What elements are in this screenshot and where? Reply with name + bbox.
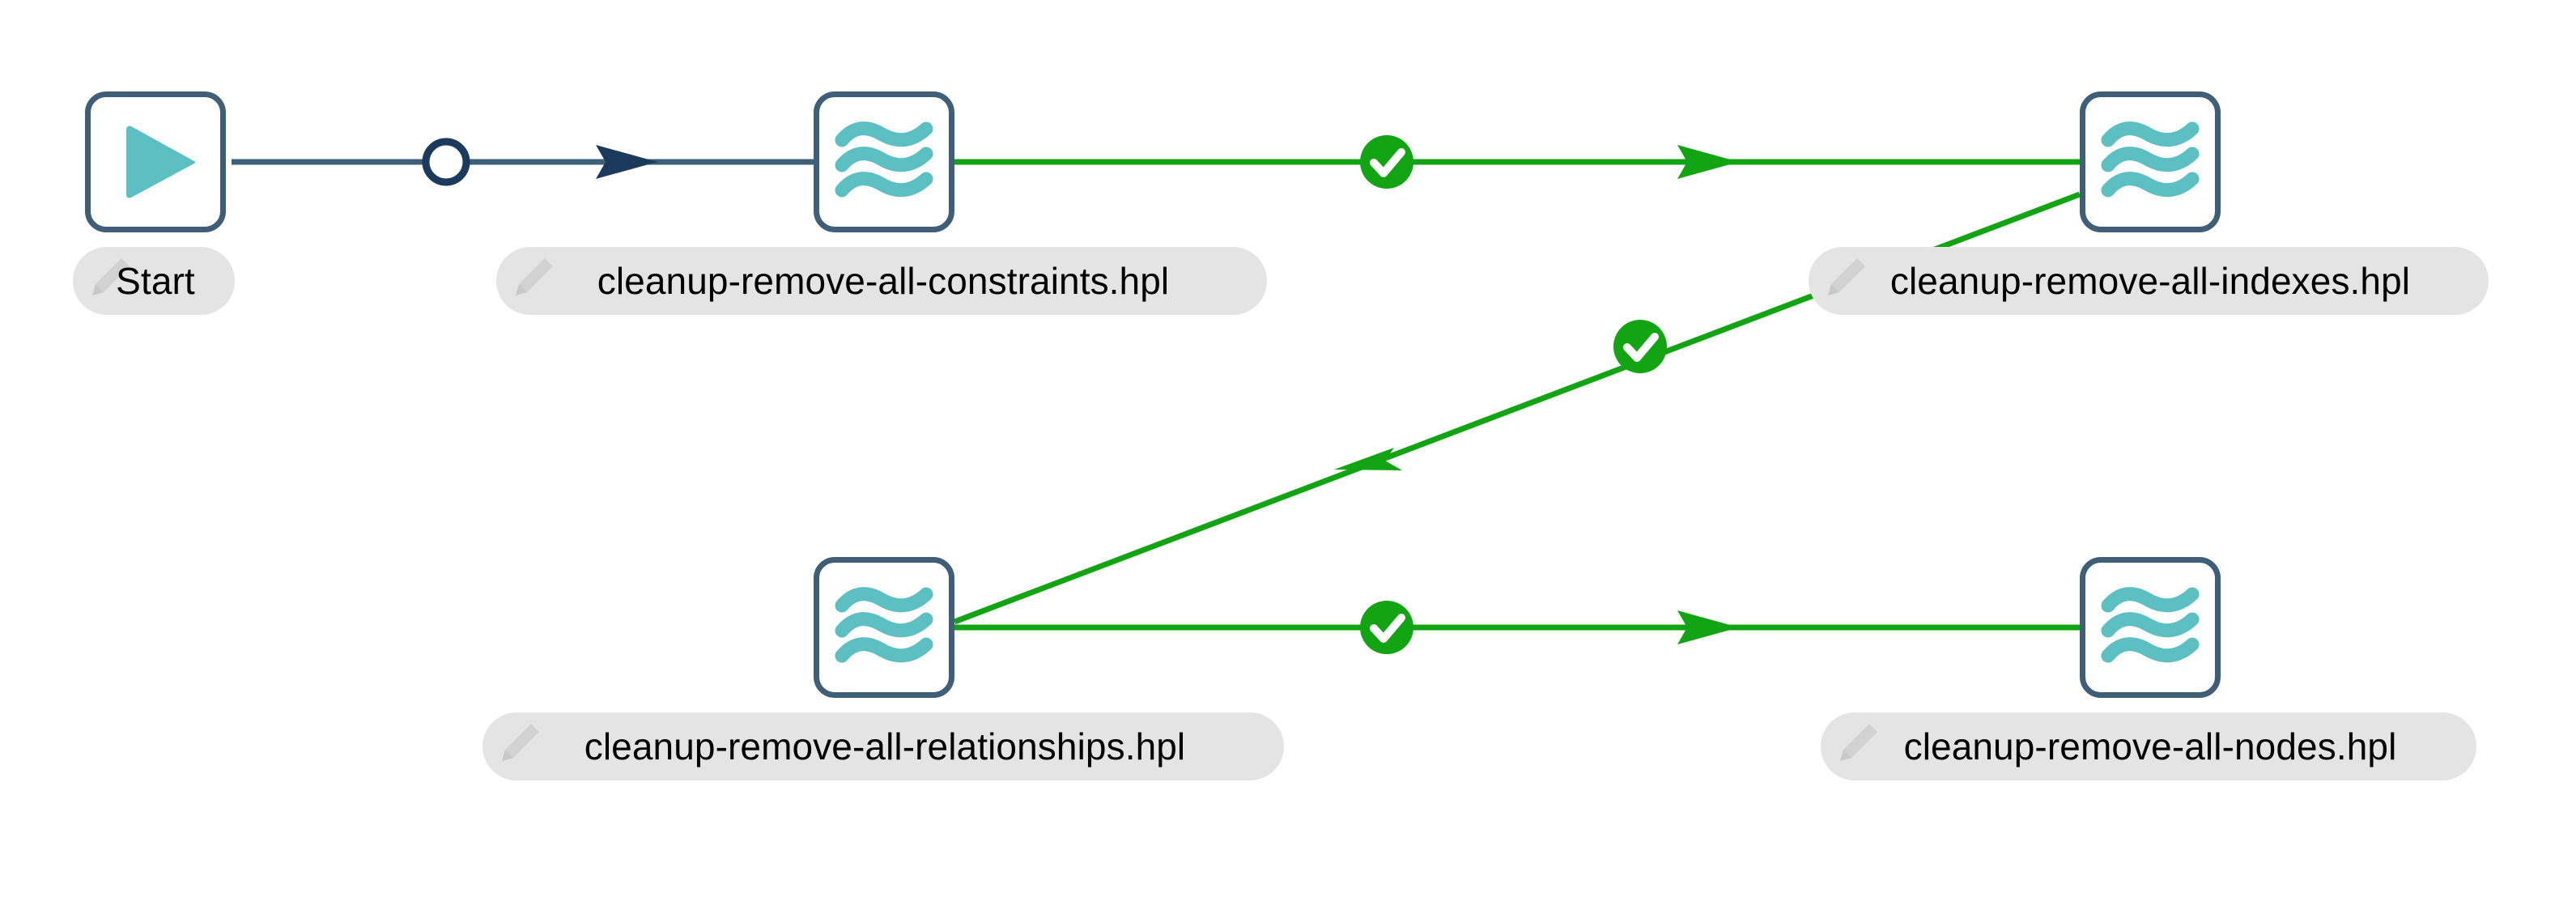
node-cleanup-remove-all-constraints[interactable]	[814, 91, 954, 232]
pipeline-waves-icon	[2101, 587, 2200, 663]
pencil-edit-icon	[502, 724, 539, 761]
node-cleanup-remove-all-indexes[interactable]	[2080, 91, 2221, 232]
pipeline-waves-icon	[835, 121, 933, 198]
pipeline-waves-icon	[2101, 121, 2200, 198]
node-label-text: Start	[116, 260, 195, 302]
pencil-edit-icon	[1840, 724, 1877, 761]
pipeline-waves-icon	[835, 587, 933, 663]
arrowhead-icon	[1334, 448, 1402, 470]
label-pill-cleanup-remove-all-constraints[interactable]: cleanup-remove-all-constraints.hpl	[496, 247, 1267, 315]
green-check-circle-icon[interactable]	[1613, 320, 1667, 373]
node-cleanup-remove-all-nodes[interactable]	[2080, 557, 2221, 698]
pencil-edit-icon	[1828, 258, 1865, 296]
arrowhead-icon	[1677, 145, 1739, 179]
node-start[interactable]	[85, 91, 226, 232]
hop-relationships-to-nodes[interactable]	[954, 601, 2080, 654]
green-check-circle-icon[interactable]	[1360, 135, 1413, 189]
arrowhead-icon	[596, 145, 657, 179]
label-pill-cleanup-remove-all-nodes[interactable]: cleanup-remove-all-nodes.hpl	[1821, 712, 2476, 780]
green-check-circle-icon[interactable]	[1360, 601, 1413, 654]
label-pill-cleanup-remove-all-indexes[interactable]: cleanup-remove-all-indexes.hpl	[1809, 247, 2489, 315]
arrowhead-icon	[1677, 610, 1739, 644]
hop-constraints-to-indexes[interactable]	[954, 135, 2080, 189]
label-pill-cleanup-remove-all-relationships[interactable]: cleanup-remove-all-relationships.hpl	[482, 712, 1284, 780]
node-label-text: cleanup-remove-all-constraints.hpl	[597, 260, 1170, 302]
play-triangle-icon	[126, 125, 195, 198]
node-label-text: cleanup-remove-all-indexes.hpl	[1889, 260, 2411, 302]
pencil-edit-icon	[516, 258, 553, 296]
node-label-text: cleanup-remove-all-relationships.hpl	[584, 725, 1186, 768]
hop-start-to-constraints[interactable]	[232, 138, 814, 186]
hollow-circle-icon[interactable]	[422, 138, 470, 186]
node-label-text: cleanup-remove-all-nodes.hpl	[1903, 725, 2397, 768]
node-cleanup-remove-all-relationships[interactable]	[814, 557, 954, 698]
label-pill-start[interactable]: Start	[73, 247, 235, 315]
